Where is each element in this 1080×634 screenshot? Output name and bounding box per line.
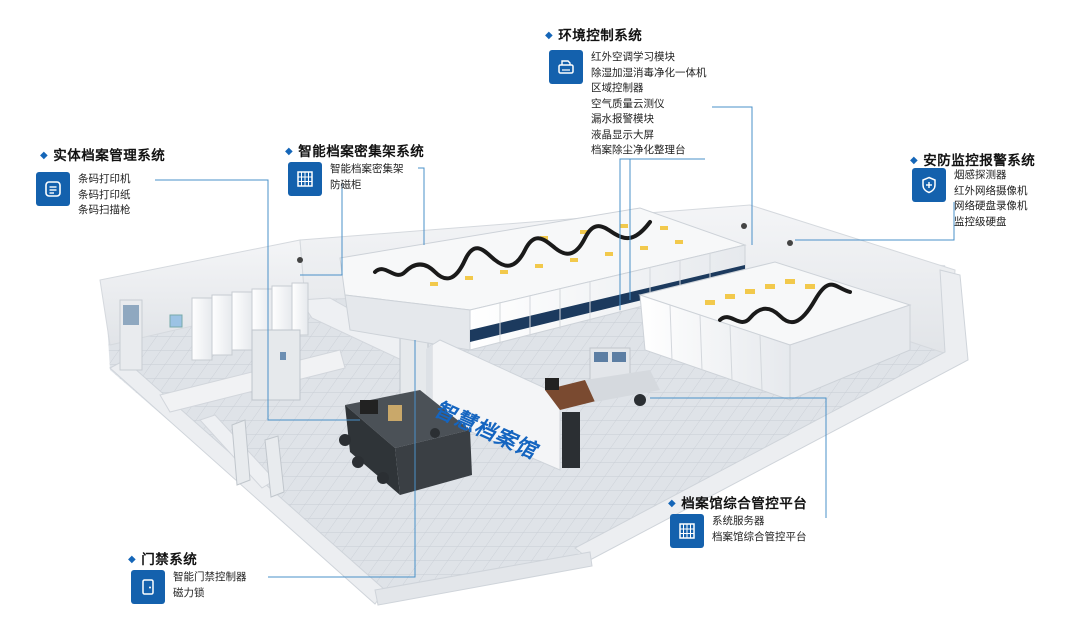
bullet-icon: ◆ <box>40 150 49 161</box>
list-item: 智能档案密集架 <box>330 163 404 175</box>
console-desk <box>585 347 660 406</box>
list-item: 智能门禁控制器 <box>173 571 247 583</box>
list-item: 漏水报警模块 <box>591 113 654 125</box>
server-grid-icon <box>670 514 704 548</box>
system-access-control-body: 智能门禁控制器 磁力锁 <box>131 570 247 604</box>
printer-icon <box>549 50 583 84</box>
system-title: 门禁系统 <box>141 552 198 568</box>
item-list: 红外空调学习模块 除湿加湿消毒净化一体机 区域控制器 空气质量云测仪 漏水报警模… <box>591 50 707 159</box>
list-item: 条码打印机 <box>78 173 131 185</box>
list-item: 除湿加湿消毒净化一体机 <box>591 66 707 79</box>
bullet-icon: ◆ <box>285 146 294 157</box>
system-title: 智能档案密集架系统 <box>298 144 425 160</box>
list-item: 条码扫描枪 <box>78 204 131 216</box>
system-access-control: ◆ 门禁系统 <box>128 548 197 568</box>
item-list: 烟感探测器 红外网络摄像机 网络硬盘录像机 监控级硬盘 <box>954 168 1028 230</box>
list-item: 液晶显示大屏 <box>591 128 654 141</box>
system-environment: ◆ 环境控制系统 <box>545 24 642 44</box>
list-item: 条码打印纸 <box>78 188 131 201</box>
system-security-body: 烟感探测器 红外网络摄像机 网络硬盘录像机 监控级硬盘 <box>912 168 1028 230</box>
bullet-icon: ◆ <box>545 30 554 41</box>
list-item: 空气质量云测仪 <box>591 97 665 110</box>
list-item: 磁力锁 <box>173 586 205 599</box>
system-management-platform: ◆ 档案馆综合管控平台 <box>668 492 807 512</box>
front-wall-bottom <box>374 551 593 606</box>
system-smart-shelving: ◆ 智能档案密集架系统 <box>285 140 424 160</box>
list-item: 红外网络摄像机 <box>954 184 1028 197</box>
shelf-grid-icon <box>288 162 322 196</box>
workstation <box>545 378 600 468</box>
list-item: 网络硬盘录像机 <box>954 200 1028 212</box>
list-item: 档案除尘净化整理台 <box>591 144 686 156</box>
system-title: 环境控制系统 <box>558 28 643 44</box>
list-item: 系统服务器 <box>712 515 765 527</box>
item-list: 条码打印机 条码打印纸 条码扫描枪 <box>78 172 131 219</box>
item-list: 智能档案密集架 防磁柜 <box>330 162 404 193</box>
mobile-shelving-right <box>638 261 912 401</box>
list-item: 档案馆综合管控平台 <box>712 530 807 543</box>
list-item: 防磁柜 <box>330 178 362 191</box>
list-item: 区域控制器 <box>591 82 644 94</box>
system-smart-shelving-body: 智能档案密集架 防磁柜 <box>288 162 404 196</box>
system-physical-archive-body: 条码打印机 条码打印纸 条码扫描枪 <box>36 172 131 219</box>
list-item: 红外空调学习模块 <box>591 51 675 63</box>
item-list: 智能门禁控制器 磁力锁 <box>173 570 247 601</box>
system-management-platform-body: 系统服务器 档案馆综合管控平台 <box>670 514 807 548</box>
list-item: 监控级硬盘 <box>954 215 1007 228</box>
system-security: ◆ 安防监控报警系统 <box>910 149 1035 169</box>
bullet-icon: ◆ <box>128 554 137 565</box>
door-icon <box>131 570 165 604</box>
list-item: 烟感探测器 <box>954 169 1007 181</box>
system-environment-body: 红外空调学习模块 除湿加湿消毒净化一体机 区域控制器 空气质量云测仪 漏水报警模… <box>549 50 707 159</box>
bullet-icon: ◆ <box>910 155 919 166</box>
system-title: 实体档案管理系统 <box>53 148 166 164</box>
item-list: 系统服务器 档案馆综合管控平台 <box>712 514 807 545</box>
door-left <box>251 329 301 401</box>
system-physical-archive: ◆ 实体档案管理系统 <box>40 144 165 164</box>
file-icon <box>36 172 70 206</box>
system-title: 安防监控报警系统 <box>923 153 1036 169</box>
system-title: 档案馆综合管控平台 <box>681 496 808 512</box>
bullet-icon: ◆ <box>668 498 677 509</box>
shield-icon <box>912 168 946 202</box>
